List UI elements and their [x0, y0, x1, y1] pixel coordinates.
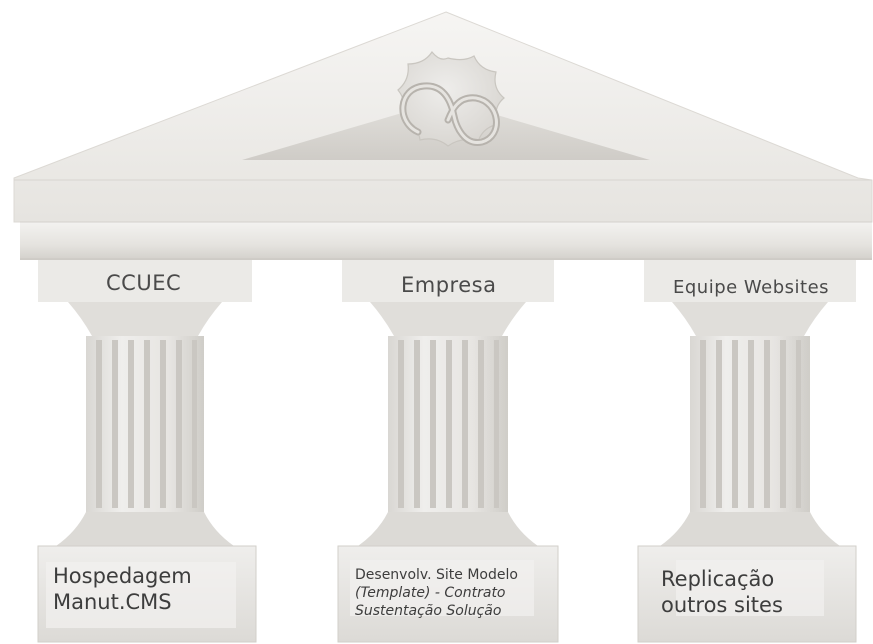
pillar-1-line-2: Manut.CMS	[53, 590, 172, 614]
pillar-3-column	[637, 260, 857, 643]
pillar-2-line-1: Desenvolv. Site Modelo	[355, 567, 518, 583]
entablature	[20, 221, 872, 260]
interlaced-ribbon-seal-icon	[397, 50, 505, 147]
pillar-2-line-2: (Template) - Contrato	[355, 585, 506, 601]
pillar-3-label: Equipe Websites	[673, 277, 830, 298]
pillar-2-base-text: Desenvolv. Site Modelo (Template) - Cont…	[355, 566, 518, 620]
pillar-2-column	[337, 260, 559, 643]
pillar-1-label: CCUEC	[106, 271, 182, 295]
pillar-1-line-1: Hospedagem	[53, 564, 192, 588]
pillar-2-label: Empresa	[401, 273, 497, 297]
pillar-1-base-text: Hospedagem Manut.CMS	[53, 563, 192, 615]
pillar-1-column	[37, 260, 257, 643]
pillar-3-line-1: Replicação	[661, 567, 775, 591]
pillar-3-base-text: Replicação outros sites	[661, 566, 783, 618]
pillar-2-line-3: Sustentação Solução	[355, 603, 502, 619]
pillar-3-line-2: outros sites	[661, 593, 783, 617]
